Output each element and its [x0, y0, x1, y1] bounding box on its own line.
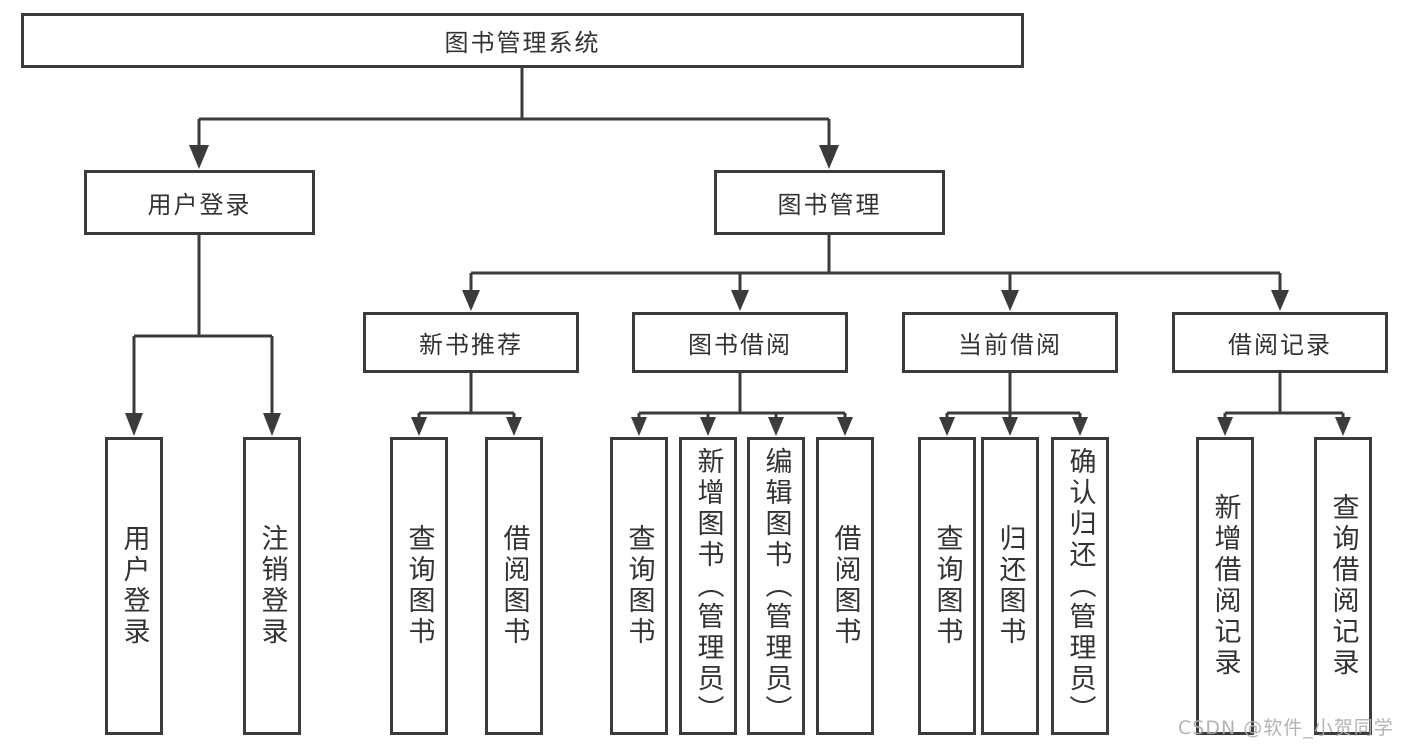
- edge-arrowhead: [263, 413, 281, 436]
- leaf-return-books: 归还图书: [981, 437, 1039, 735]
- edge-arrowhead: [768, 417, 784, 436]
- edge-segment: [469, 235, 1282, 292]
- leaf-edit-book-admin: 编辑图书（管理员）: [747, 437, 805, 735]
- edges-new-book-recommend-to-leaves: [411, 373, 522, 436]
- node-user-login: 用户登录: [84, 170, 315, 235]
- edges-user-login-to-leaves: [125, 235, 281, 436]
- leaf-confirm-return-admin: 确认归还（管理员）: [1051, 437, 1109, 735]
- edge-arrowhead: [189, 145, 209, 169]
- edge-arrowhead: [506, 417, 522, 436]
- edge-arrowhead: [700, 417, 716, 436]
- watermark: CSDN @软件_小贺同学: [1178, 717, 1394, 739]
- leaf-user-login: 用户登录: [105, 437, 163, 735]
- edges-book-borrowing-to-leaves: [631, 373, 853, 436]
- edge-arrowhead: [731, 290, 749, 311]
- edge-segment: [197, 68, 831, 148]
- edge-arrowhead: [631, 417, 647, 436]
- leaf-query-books-borrow: 查询图书: [610, 437, 668, 735]
- edges-borrowing-records-to-leaves: [1217, 373, 1351, 436]
- edges-current-borrowing-to-leaves: [939, 373, 1088, 436]
- edge-arrowhead: [837, 417, 853, 436]
- edges-root-to-level2: [189, 68, 839, 169]
- node-book-management: 图书管理: [714, 170, 945, 235]
- edge-arrowhead: [1072, 417, 1088, 436]
- edge-segment: [1223, 373, 1345, 420]
- edge-arrowhead: [1002, 417, 1018, 436]
- edge-arrowhead: [1335, 417, 1351, 436]
- leaf-logout: 注销登录: [243, 437, 301, 735]
- leaf-borrow-books-newrec: 借阅图书: [485, 437, 543, 735]
- edge-arrowhead: [462, 290, 480, 311]
- edge-arrowhead: [125, 413, 143, 436]
- leaf-query-borrow-record: 查询借阅记录: [1314, 437, 1372, 735]
- edge-segment: [417, 373, 516, 420]
- node-current-borrowing: 当前借阅: [902, 312, 1118, 373]
- leaf-query-books-newrec: 查询图书: [390, 437, 448, 735]
- edge-segment: [132, 235, 274, 416]
- edge-arrowhead: [819, 145, 839, 169]
- edge-arrowhead: [1001, 290, 1019, 311]
- node-borrowing-records: 借阅记录: [1172, 312, 1388, 373]
- edge-arrowhead: [1271, 290, 1289, 311]
- edge-segment: [637, 373, 847, 420]
- node-book-borrowing: 图书借阅: [632, 312, 848, 373]
- leaf-add-borrow-record: 新增借阅记录: [1196, 437, 1254, 735]
- edge-arrowhead: [411, 417, 427, 436]
- edge-arrowhead: [1217, 417, 1233, 436]
- leaf-borrow-books: 借阅图书: [816, 437, 874, 735]
- edge-segment: [945, 373, 1082, 420]
- edges-book-management-to-level3: [462, 235, 1289, 311]
- leaf-add-book-admin: 新增图书（管理员）: [679, 437, 737, 735]
- edge-arrowhead: [939, 417, 955, 436]
- node-new-book-recommend: 新书推荐: [363, 312, 579, 373]
- node-library-management-system: 图书管理系统: [21, 13, 1024, 68]
- leaf-query-books-current: 查询图书: [918, 437, 976, 735]
